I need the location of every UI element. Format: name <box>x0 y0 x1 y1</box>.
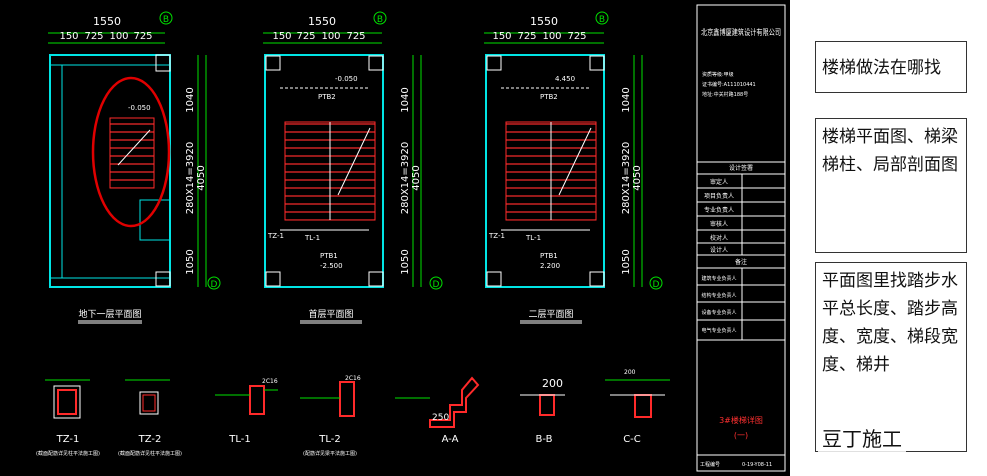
plan-title: 二层平面图 <box>528 309 573 320</box>
plan-title: 首层平面图 <box>308 308 353 320</box>
highlight-ellipse <box>91 76 171 228</box>
company-name: 北京鑫博厦建筑设计有限公司 <box>701 27 781 37</box>
role: 项目负责人 <box>704 192 734 200</box>
axis-top: B <box>377 15 383 25</box>
tz: TZ-1 <box>267 232 284 240</box>
plan-basement: 1550 150 725 100 725 B -0.050 1040 280X1… <box>48 11 221 324</box>
dim-h-mid: 280X14=3920 <box>400 142 411 215</box>
dim-h-total: 4050 <box>632 165 643 190</box>
dim-h-mid: 280X14=3920 <box>621 142 632 215</box>
watermark: 豆丁施工 <box>818 423 906 452</box>
dim-h-bot: 1050 <box>400 249 411 274</box>
footer-right: 0-19-Y08-11 <box>742 462 772 468</box>
elev: 2.200 <box>540 262 560 270</box>
dim-h-mid: 280X14=3920 <box>185 142 196 215</box>
note-plan-measurements: 平面图里找踏步水平总长度、踏步高度、宽度、梯段宽度、梯井 <box>815 262 967 452</box>
role: 专业负责人 <box>704 206 734 214</box>
dim-h-top: 1040 <box>400 87 411 112</box>
section-label: TZ-2 <box>138 434 162 445</box>
dim-seg: 725 <box>567 31 586 42</box>
section-dim: 200 <box>624 369 636 376</box>
tl: TL-1 <box>304 234 320 242</box>
dim-width: 1550 <box>93 15 121 28</box>
elev: -0.050 <box>128 104 151 112</box>
section-label: B-B <box>536 434 553 445</box>
section-sub: (配筋详见梁平法施工图) <box>303 450 357 457</box>
dim-seg: 150 <box>59 31 78 42</box>
elev: -2.500 <box>320 262 343 270</box>
section-dim: 250 <box>432 413 449 423</box>
cosign: 结构专业负责人 <box>701 292 736 299</box>
tl: TL-1 <box>525 234 541 242</box>
section-dim: 200 <box>542 377 563 390</box>
axis-top: B <box>599 15 605 25</box>
cosign: 电气专业负责人 <box>701 327 736 334</box>
axis-bottom: D <box>211 280 218 290</box>
section-dim: 2C16 <box>262 378 278 385</box>
plan-first-floor: 1550 150 725 100 725 B -0.050 PTB2 TL-1 … <box>263 11 443 324</box>
section-label: TZ-1 <box>56 434 80 445</box>
section-sub: (截面配筋详见柱平法施工图) <box>36 450 100 457</box>
notes-header: 备注 <box>735 258 747 266</box>
dim-seg: 725 <box>84 31 103 42</box>
footer-left: 工程编号 <box>700 461 720 468</box>
note-plan-components: 楼梯平面图、梯梁梯柱、局部剖面图 <box>815 118 967 253</box>
drawing-sub: (一) <box>734 431 748 440</box>
dim-seg: 150 <box>492 31 511 42</box>
section-details: TZ-1 (截面配筋详见柱平法施工图) TZ-2 (截面配筋详见柱平法施工图) … <box>36 369 670 457</box>
section-header: 设计签署 <box>729 164 753 172</box>
dim-seg: 725 <box>133 31 152 42</box>
dim-h-top: 1040 <box>621 87 632 112</box>
cad-drawing: 1550 150 725 100 725 B -0.050 1040 280X1… <box>0 0 790 476</box>
dim-h-top: 1040 <box>185 87 196 112</box>
section-label: TL-2 <box>318 434 340 445</box>
beam: PTB1 <box>320 252 338 260</box>
dim-seg: 725 <box>517 31 536 42</box>
cosign: 建筑专业负责人 <box>701 275 736 282</box>
cad-canvas: 1550 150 725 100 725 B -0.050 1040 280X1… <box>36 4 786 472</box>
section-label: TL-1 <box>228 434 250 445</box>
note-stair-method: 楼梯做法在哪找 <box>815 41 967 93</box>
dim-seg: 725 <box>296 31 315 42</box>
dim-h-total: 4050 <box>196 165 207 190</box>
dim-seg: 100 <box>321 31 340 42</box>
role: 校对人 <box>710 234 728 242</box>
dim-width: 1550 <box>308 15 336 28</box>
axis-bottom: D <box>653 280 660 290</box>
cosign: 设备专业负责人 <box>701 309 736 316</box>
role: 审定人 <box>710 178 728 186</box>
role: 审核人 <box>710 220 728 228</box>
dim-h-total: 4050 <box>411 165 422 190</box>
beam: PTB1 <box>540 252 558 260</box>
info-line: 地址:中关村路188号 <box>702 91 748 98</box>
section-sub: (截面配筋详见柱平法施工图) <box>118 450 182 457</box>
section-label: C-C <box>623 434 641 445</box>
elev: -0.050 <box>335 75 358 83</box>
axis-top: B <box>163 15 169 25</box>
section-dim: 2C16 <box>345 375 361 382</box>
dim-h-bot: 1050 <box>621 249 632 274</box>
drawing-title: 3#楼梯详图 <box>719 415 763 425</box>
dim-seg: 100 <box>542 31 561 42</box>
axis-bottom: D <box>433 280 440 290</box>
section-label: A-A <box>442 434 459 445</box>
plan-title: 地下一层平面图 <box>78 308 141 320</box>
role: 设计人 <box>710 246 728 254</box>
info-line: 证书编号:A111010441 <box>702 81 756 88</box>
dim-seg: 100 <box>109 31 128 42</box>
dim-h-bot: 1050 <box>185 249 196 274</box>
dim-width: 1550 <box>530 15 558 28</box>
title-block: 北京鑫博厦建筑设计有限公司 资质等级:甲级 证书编号:A111010441 地址… <box>696 4 786 472</box>
dim-seg: 150 <box>272 31 291 42</box>
plan-second-floor: 1550 150 725 100 725 B 4.450 PTB2 TL-1 T… <box>484 11 663 324</box>
beam: PTB2 <box>318 93 336 101</box>
info-line: 资质等级:甲级 <box>702 71 734 78</box>
beam: PTB2 <box>540 93 558 101</box>
elev: 4.450 <box>555 75 575 83</box>
dim-seg: 725 <box>346 31 365 42</box>
tz: TZ-1 <box>488 232 505 240</box>
